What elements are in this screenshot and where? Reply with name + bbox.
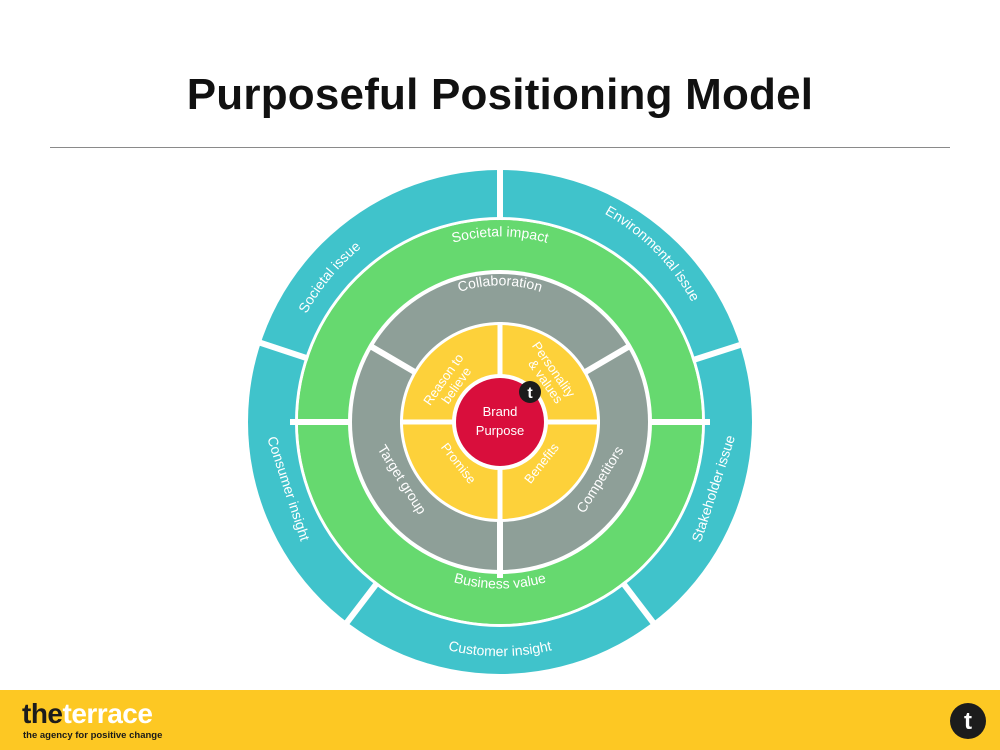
svg-text:Collaboration: Collaboration bbox=[456, 272, 545, 295]
page-title: Purposeful Positioning Model bbox=[186, 70, 814, 119]
footer-badge-icon: t bbox=[950, 703, 986, 739]
brand-logo[interactable]: theterrace bbox=[22, 698, 153, 729]
title-divider bbox=[50, 147, 950, 148]
logo-the: the bbox=[22, 698, 63, 729]
svg-text:Business value: Business value bbox=[453, 569, 548, 591]
svg-text:Societal impact: Societal impact bbox=[450, 223, 551, 245]
brand-purpose-circle bbox=[456, 378, 544, 466]
label-customer-insight: Customer insight bbox=[447, 637, 553, 659]
centre-badge-letter: t bbox=[527, 385, 533, 402]
center-label-purpose: Purpose bbox=[476, 423, 524, 438]
label-societal-impact: Societal impact bbox=[450, 223, 551, 245]
center-label-brand: Brand bbox=[483, 404, 518, 419]
footer-badge-letter: t bbox=[964, 708, 972, 735]
logo-tagline: the agency for positive change bbox=[23, 730, 163, 741]
footer-bar bbox=[0, 690, 1000, 750]
centre-badge: t bbox=[519, 381, 541, 403]
logo-terrace: terrace bbox=[62, 698, 153, 729]
label-collaboration: Collaboration bbox=[456, 272, 545, 295]
svg-text:Customer insight: Customer insight bbox=[447, 637, 553, 659]
label-business-value: Business value bbox=[453, 569, 548, 591]
